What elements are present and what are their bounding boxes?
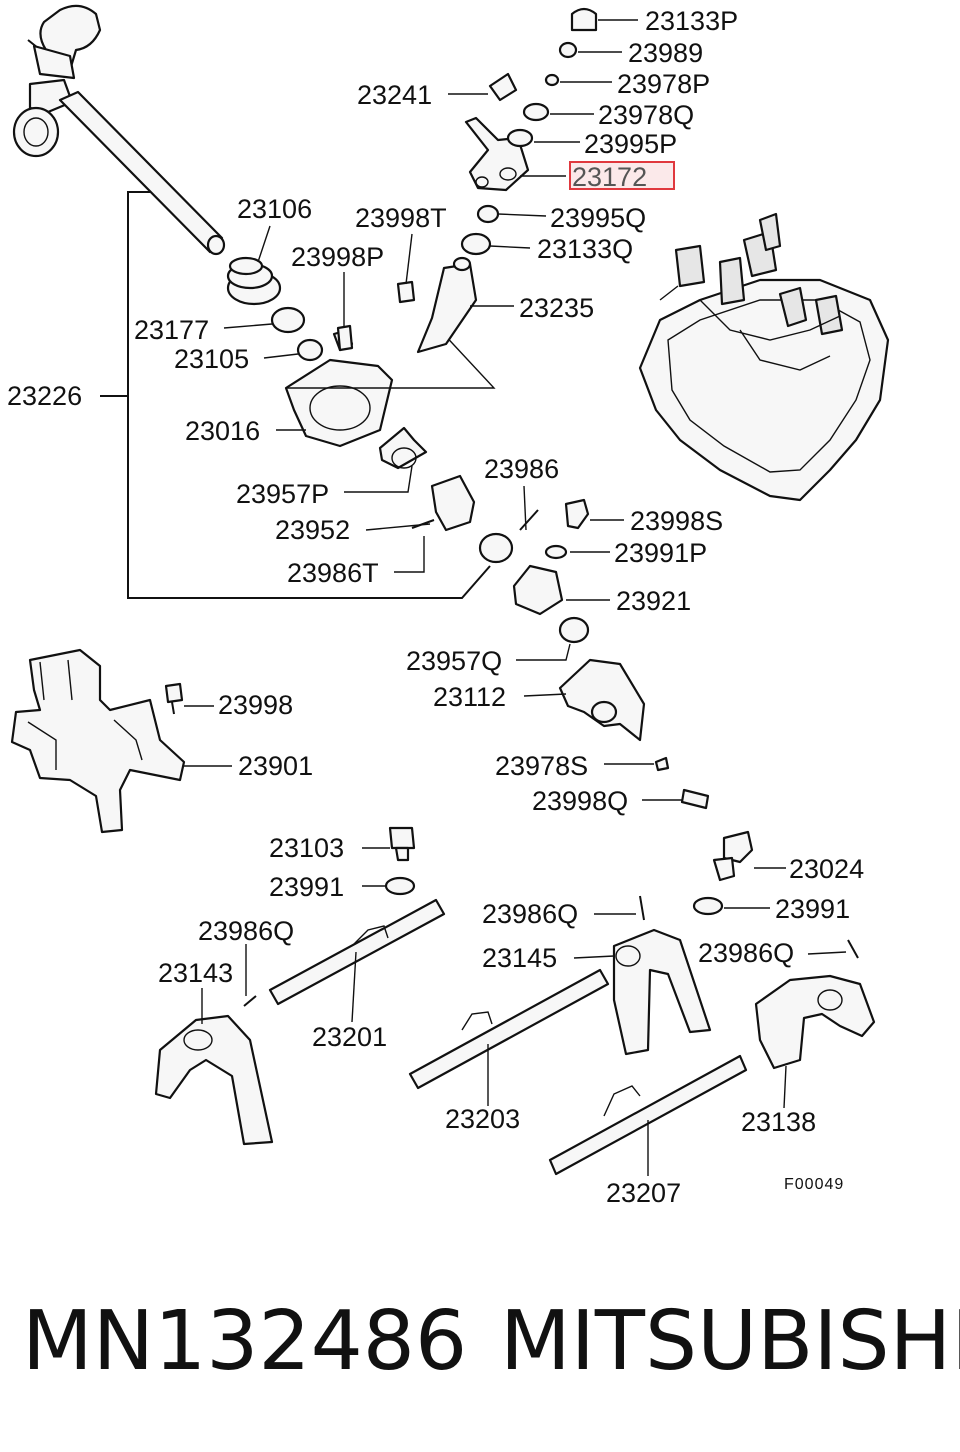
highlight-box xyxy=(569,161,675,190)
label-23998Q: 23998Q xyxy=(532,786,628,816)
label-23957P: 23957P xyxy=(236,479,329,509)
part-number: MN132486 xyxy=(22,1294,468,1389)
label-23024: 23024 xyxy=(789,854,864,884)
upper-small-parts xyxy=(336,7,598,354)
label-23978P: 23978P xyxy=(617,69,710,99)
label-23978Q: 23978Q xyxy=(598,100,694,130)
label-23145: 23145 xyxy=(482,943,557,973)
label-23201: 23201 xyxy=(312,1022,387,1052)
label-23921: 23921 xyxy=(616,586,691,616)
label-23986Q-center: 23986Q xyxy=(482,899,578,929)
label-23995Q: 23995Q xyxy=(550,203,646,233)
label-23991-left: 23991 xyxy=(269,872,344,902)
label-23103: 23103 xyxy=(269,833,344,863)
label-23995P: 23995P xyxy=(584,129,677,159)
label-23989: 23989 xyxy=(628,38,703,68)
bracket-assembly xyxy=(10,648,186,834)
label-23143: 23143 xyxy=(158,958,233,988)
label-23901: 23901 xyxy=(238,751,313,781)
middle-parts xyxy=(378,426,710,810)
label-23998: 23998 xyxy=(218,690,293,720)
label-23986T: 23986T xyxy=(287,558,379,588)
label-23998S: 23998S xyxy=(630,506,723,536)
label-23241: 23241 xyxy=(357,80,432,110)
label-23106: 23106 xyxy=(237,194,312,224)
label-23112: 23112 xyxy=(433,682,506,712)
assembly-bracket-23226 xyxy=(100,191,491,599)
label-23957Q: 23957Q xyxy=(406,646,502,676)
label-23177: 23177 xyxy=(134,315,209,345)
label-23016: 23016 xyxy=(185,416,260,446)
label-23207: 23207 xyxy=(606,1178,681,1208)
label-23998T: 23998T xyxy=(355,203,447,233)
label-23105: 23105 xyxy=(174,344,249,374)
shift-lever-illustration xyxy=(12,4,226,256)
label-23226: 23226 xyxy=(7,381,82,411)
part-labels: 23133P 23989 23978P 23241 23978Q 23995P … xyxy=(7,6,864,1208)
label-23952: 23952 xyxy=(275,515,350,545)
figure-code: F00049 xyxy=(784,1176,844,1193)
label-23138: 23138 xyxy=(741,1107,816,1137)
label-23986Q-right: 23986Q xyxy=(698,938,794,968)
lower-fasteners xyxy=(243,826,859,1007)
label-23978S: 23978S xyxy=(495,751,588,781)
boot-and-bushings xyxy=(226,256,324,362)
label-23133P: 23133P xyxy=(645,6,738,36)
shift-rails-and-forks xyxy=(154,898,876,1176)
label-23235: 23235 xyxy=(519,293,594,323)
label-23998P: 23998P xyxy=(291,242,384,272)
transmission-case-illustration xyxy=(638,212,890,502)
label-23203: 23203 xyxy=(445,1104,520,1134)
label-23133Q: 23133Q xyxy=(537,234,633,264)
leader-lines xyxy=(184,19,847,1176)
label-23986Q-left: 23986Q xyxy=(198,916,294,946)
label-23991P: 23991P xyxy=(614,538,707,568)
label-23986: 23986 xyxy=(484,454,559,484)
label-23172: 23172 xyxy=(572,162,647,192)
label-23991-right: 23991 xyxy=(775,894,850,924)
brand-name: MITSUBISHI xyxy=(500,1294,960,1389)
